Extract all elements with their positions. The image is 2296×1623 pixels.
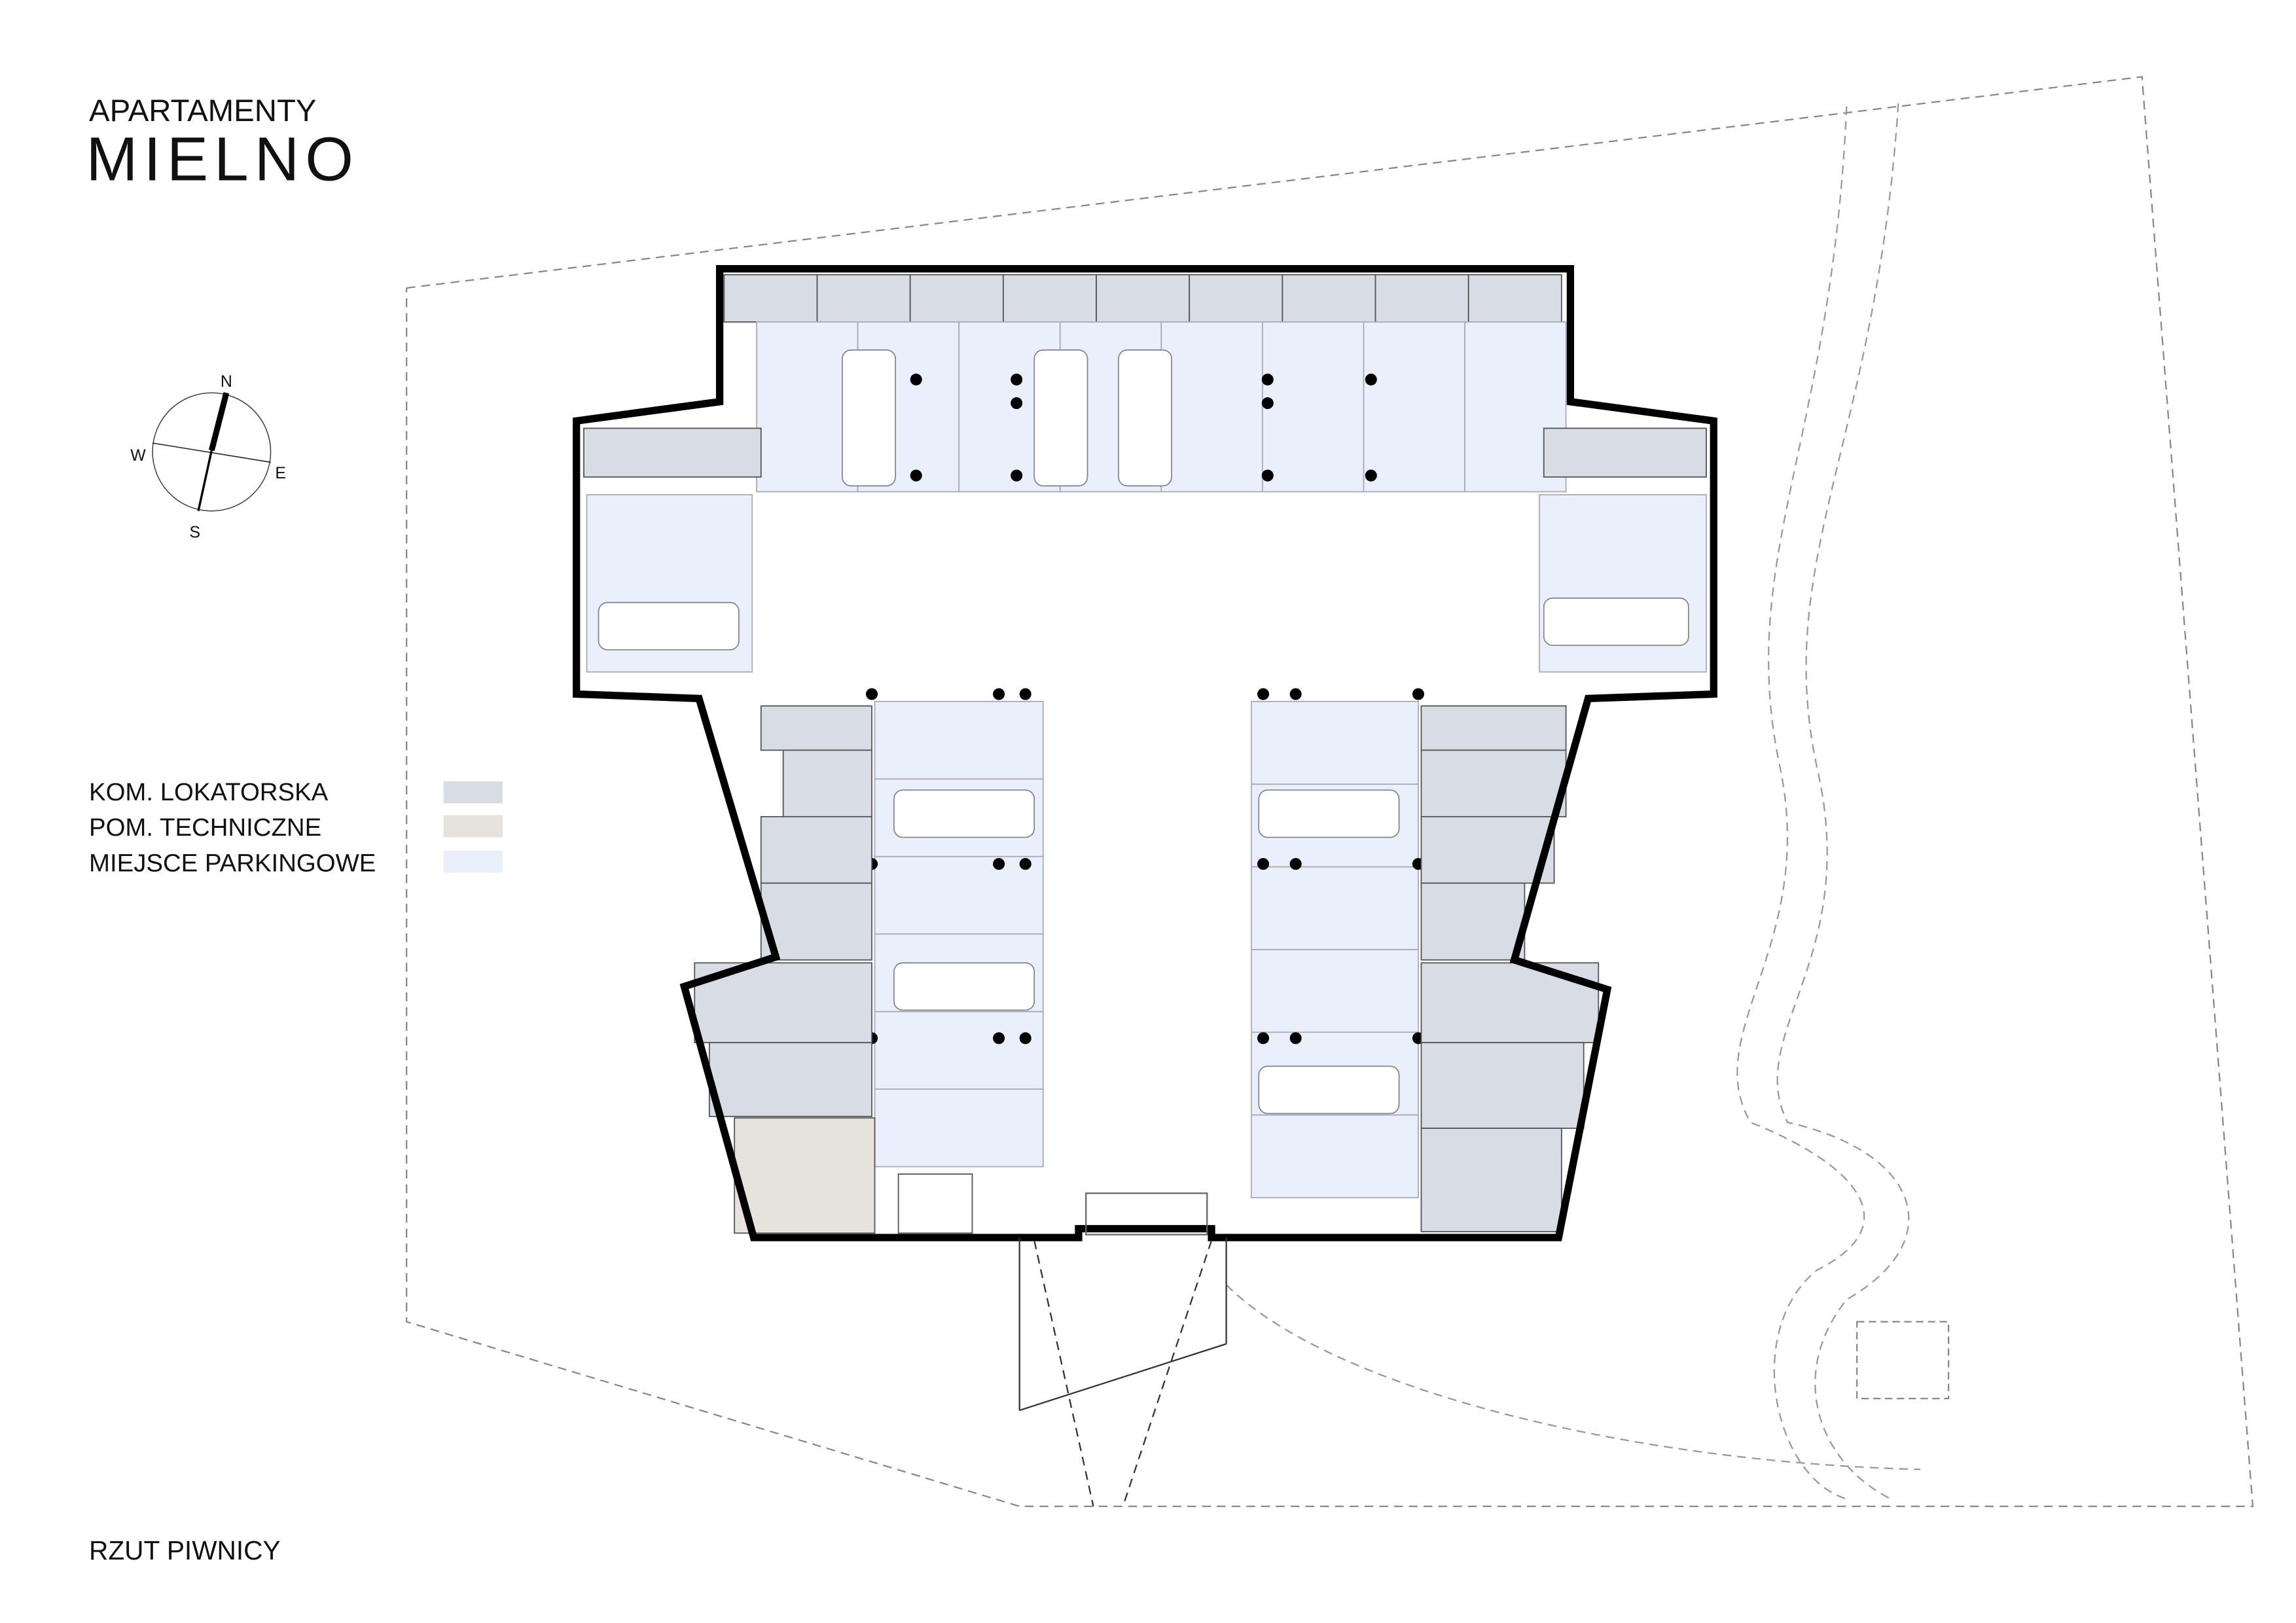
column [1257,858,1270,870]
column [993,688,1005,700]
storage-room [1096,274,1191,323]
column [1019,858,1031,870]
technical-room [734,1117,876,1234]
storage-room [1282,274,1376,323]
storage-room [760,815,872,884]
car-icon [1117,349,1173,487]
column [1365,469,1377,482]
legend-swatch-storage [443,781,503,804]
column [865,688,878,700]
legend-swatch-parking [443,850,503,873]
access-road [1225,103,1921,1500]
column [910,469,922,482]
car-icon [1543,597,1689,647]
column [1289,1032,1302,1044]
outbuilding [1856,1321,1950,1400]
car-icon [1258,1065,1400,1115]
column [1011,373,1023,385]
car-icon [1033,349,1088,487]
parking-space [756,321,859,493]
compass-s: S [189,524,200,541]
building-outline [573,265,1717,1241]
storage-room [1420,705,1567,751]
column [1412,688,1424,700]
site-boundary [406,76,2254,1507]
column [1011,397,1023,410]
column [1019,688,1031,700]
column [1261,373,1274,385]
legend-swatch-technical [443,815,503,838]
storage-room [723,274,818,323]
column [1365,373,1377,385]
legend-label-parking: MIEJSCE PARKINGOWE [89,849,376,877]
storage-room [1420,749,1567,817]
drawing-label: RZUT PIWNICY [89,1535,281,1565]
north-needle [208,392,230,452]
compass-w: W [130,447,146,465]
parking-space [1363,321,1465,493]
parking-space [1251,949,1419,1033]
entrance-ramp [1018,1192,1227,1507]
column [1011,469,1023,482]
car-icon [1258,789,1400,838]
storage-room [1420,1128,1562,1232]
storage-room [1002,274,1097,323]
storage-room [816,274,911,323]
column [1261,397,1274,410]
storage-room [1543,427,1707,478]
parking-space [1160,321,1263,493]
parking-space [874,700,1044,780]
storage-room [909,274,1004,323]
compass: N W E S [130,373,286,541]
column [1289,858,1302,870]
compass-n: N [221,373,232,391]
storage-room [1189,274,1283,323]
technical-room [897,1173,973,1234]
storage-room [1374,274,1469,323]
storage-room [1467,274,1562,323]
storage-room [583,427,762,478]
rooms [583,274,1707,1234]
column [1261,469,1274,482]
storage-room [782,749,872,817]
parking-space [874,855,1044,935]
storage-room [708,1042,872,1117]
storage-room [1420,815,1555,884]
column [1257,688,1270,700]
column [993,1032,1005,1044]
column [1289,688,1302,700]
storage-room [1420,882,1526,961]
legend: KOM. LOKATORSKA POM. TECHNICZNE MIEJSCE … [89,778,503,877]
parking-space [1251,700,1419,785]
legend-label-storage: KOM. LOKATORSKA [89,778,329,806]
car-icon [893,962,1035,1011]
car-icon [841,349,897,487]
parking-space [1251,866,1419,950]
column [1019,1032,1031,1044]
parking-space [874,1010,1044,1090]
column [993,858,1005,870]
storage-room [1420,1042,1585,1129]
column [910,373,922,385]
title-line1: APARTAMENTY [89,94,316,128]
legend-label-technical: POM. TECHNICZNE [89,813,321,842]
title-line2: MIELNO [86,124,360,194]
car-icon [598,601,740,651]
compass-e: E [275,465,286,482]
parking-space [1261,321,1365,493]
car-icon [893,789,1035,838]
parking-space [874,1088,1044,1168]
column [1257,1032,1270,1044]
storage-room [760,705,872,751]
parking-space [1251,1114,1419,1199]
storage-room [760,882,872,961]
